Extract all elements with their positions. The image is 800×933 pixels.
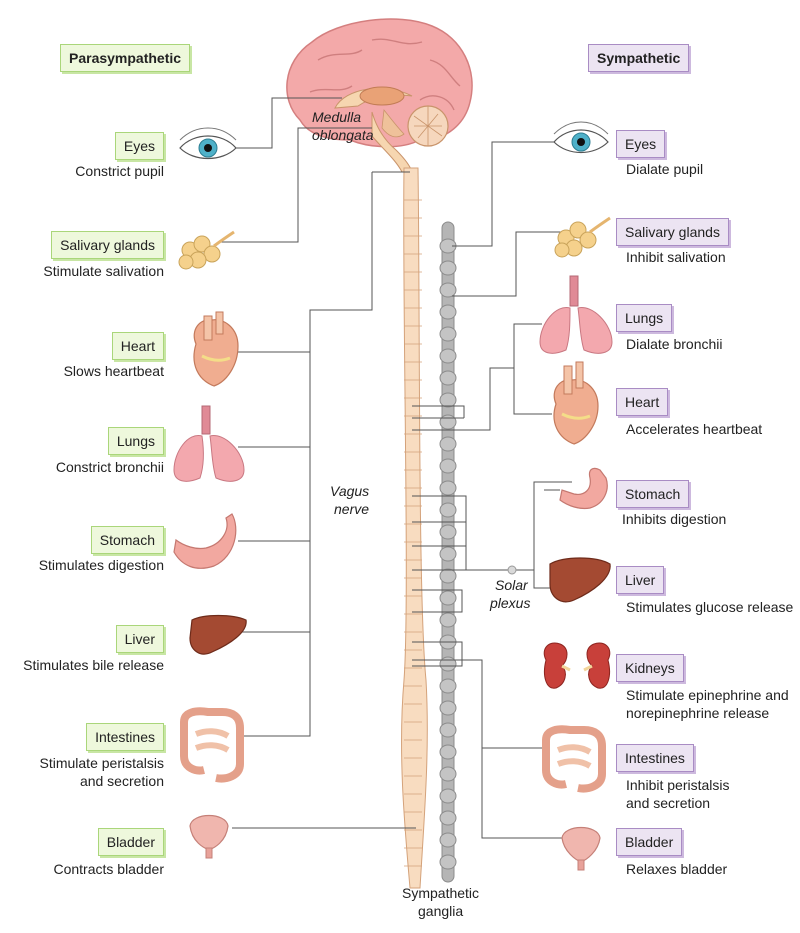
para-salivary-label: Salivary glands bbox=[51, 231, 164, 259]
ganglion bbox=[439, 810, 457, 826]
medulla-label-2: oblongata bbox=[312, 127, 374, 143]
symp-bladder-label: Bladder bbox=[616, 828, 683, 856]
symp-liver-label: Liver bbox=[616, 566, 665, 594]
symp-intestines-effect-1: Inhibit peristalsis bbox=[626, 777, 730, 793]
symp-salivary-effect: Inhibit salivation bbox=[626, 249, 726, 265]
ganglia-label-2: ganglia bbox=[418, 903, 464, 919]
sympathetic-ganglia-chain bbox=[439, 221, 457, 883]
eye-icon-right bbox=[553, 121, 609, 153]
sympathetic-header: Sympathetic bbox=[588, 44, 690, 72]
ganglion bbox=[439, 370, 457, 386]
solar-label-2: plexus bbox=[490, 595, 531, 611]
ganglion bbox=[439, 612, 457, 628]
ganglion bbox=[439, 304, 457, 320]
ganglion bbox=[439, 326, 457, 342]
intestines-icon-right bbox=[542, 725, 606, 793]
symp-stomach-effect: Inhibits digestion bbox=[622, 511, 727, 527]
symp-stomach-label: Stomach bbox=[616, 480, 690, 508]
ganglion bbox=[439, 744, 457, 760]
symp-intestines-effect-2: and secretion bbox=[626, 795, 711, 811]
ganglion bbox=[439, 590, 457, 606]
para-bladder-label: Bladder bbox=[97, 828, 164, 856]
para-eyes-label: Eyes bbox=[114, 132, 164, 160]
ganglion bbox=[439, 700, 457, 716]
ganglion bbox=[439, 502, 457, 518]
symp-liver-effect: Stimulates glucose release bbox=[626, 599, 794, 615]
para-liver-label: Liver bbox=[115, 625, 164, 653]
ganglion bbox=[439, 392, 457, 408]
symp-heart-effect: Accelerates heartbeat bbox=[626, 421, 763, 437]
salivary-gland-icon-left bbox=[178, 230, 235, 270]
stomach-icon-left bbox=[173, 513, 237, 569]
spinal-cord bbox=[401, 167, 428, 889]
para-lungs-effect: Constrict bronchii bbox=[55, 459, 164, 475]
brain-illustration bbox=[286, 18, 473, 173]
ganglion bbox=[439, 722, 457, 738]
symp-salivary-label: Salivary glands bbox=[616, 218, 729, 246]
symp-intestines-label: Intestines bbox=[616, 744, 694, 772]
lungs-icon-right bbox=[539, 275, 613, 354]
solar-label-1: Solar bbox=[495, 577, 528, 593]
liver-icon-left bbox=[189, 614, 247, 655]
para-stomach-effect: Stimulates digestion bbox=[38, 557, 164, 573]
para-intestines-effect-2: and secretion bbox=[79, 773, 164, 789]
ganglion bbox=[439, 260, 457, 276]
ganglion bbox=[439, 524, 457, 540]
symp-kidneys-effect-1: Stimulate epinephrine and bbox=[626, 687, 789, 703]
symp-kidneys-effect-2: norepinephrine release bbox=[626, 705, 770, 721]
intestines-icon-left bbox=[180, 707, 244, 783]
bladder-icon-right bbox=[561, 826, 601, 871]
symp-lungs-effect: Dialate bronchii bbox=[626, 336, 723, 352]
para-stomach-label: Stomach bbox=[90, 526, 164, 554]
ganglion bbox=[439, 282, 457, 298]
heart-icon-right bbox=[553, 361, 599, 445]
symp-bladder-effect: Relaxes bladder bbox=[626, 861, 728, 877]
ganglion bbox=[439, 678, 457, 694]
para-intestines-effect-1: Stimulate peristalsis bbox=[39, 755, 165, 771]
para-eyes-effect: Constrict pupil bbox=[75, 163, 164, 179]
ganglion bbox=[439, 788, 457, 804]
symp-lungs-label: Lungs bbox=[616, 304, 673, 332]
parasympathetic-header: Parasympathetic bbox=[60, 44, 191, 72]
medulla-label-1: Medulla bbox=[312, 109, 362, 125]
stomach-icon-right bbox=[559, 467, 608, 510]
ganglion bbox=[439, 436, 457, 452]
para-salivary-effect: Stimulate salivation bbox=[43, 263, 164, 279]
ganglia-label-1: Sympathetic bbox=[402, 885, 480, 901]
ganglion bbox=[439, 546, 457, 562]
parasympathetic-nerve-lines bbox=[218, 97, 416, 829]
symp-heart-label: Heart bbox=[616, 388, 669, 416]
ganglion bbox=[439, 656, 457, 672]
kidneys-icon-right bbox=[543, 642, 611, 689]
sympathetic-nerve-lines bbox=[412, 141, 572, 839]
symp-eyes-label: Eyes bbox=[616, 130, 666, 158]
ganglion bbox=[439, 854, 457, 870]
ganglion bbox=[439, 832, 457, 848]
lungs-icon-left bbox=[173, 405, 245, 482]
para-bladder-effect: Contracts bladder bbox=[53, 861, 164, 877]
para-intestines-label: Intestines bbox=[86, 723, 164, 751]
salivary-gland-icon-right bbox=[554, 216, 611, 258]
heart-icon-left bbox=[193, 311, 239, 387]
symp-kidneys-label: Kidneys bbox=[616, 654, 684, 682]
para-lungs-label: Lungs bbox=[107, 427, 164, 455]
ganglion bbox=[439, 414, 457, 430]
eye-icon-left bbox=[179, 127, 237, 159]
solar-plexus-node bbox=[507, 565, 517, 575]
para-liver-effect: Stimulates bile release bbox=[23, 657, 164, 673]
ganglion bbox=[439, 766, 457, 782]
ganglion bbox=[439, 348, 457, 364]
ganglion bbox=[439, 480, 457, 496]
ganglion bbox=[439, 458, 457, 474]
liver-icon-right bbox=[549, 557, 611, 603]
vagus-label-1: Vagus bbox=[330, 483, 370, 499]
symp-eyes-effect: Dialate pupil bbox=[626, 161, 704, 177]
bladder-icon-left bbox=[189, 814, 229, 859]
vagus-label-2: nerve bbox=[334, 501, 370, 517]
para-heart-label: Heart bbox=[111, 332, 164, 360]
para-heart-effect: Slows heartbeat bbox=[63, 363, 164, 379]
ganglion bbox=[439, 568, 457, 584]
